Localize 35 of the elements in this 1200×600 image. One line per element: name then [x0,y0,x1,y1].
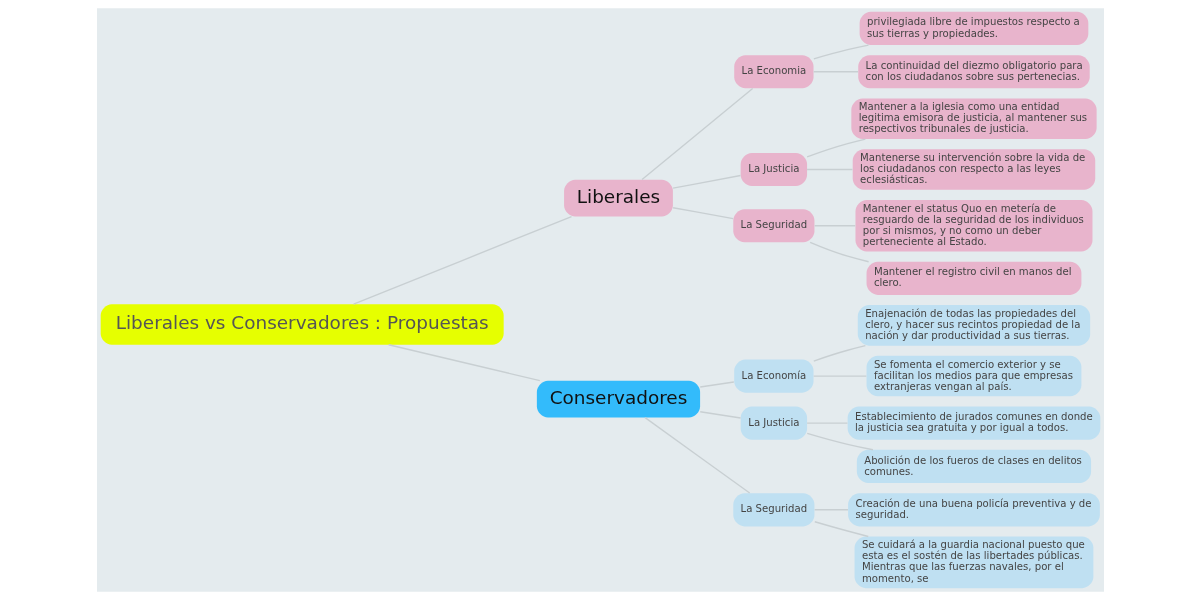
node-box: Se cuidará a la guardia nacional puesto que esta es el sostén de las libertades públicas. Mientras que las fuerzas navales, por el momento, se [854,536,1093,589]
connector [640,87,753,181]
connector [699,381,735,388]
node-box: Mantenerse su intervención sobre la vida de los ciudadanos con respecto a las leyes eclesiásticas. [852,149,1095,190]
node-box: Establecimiento de jurados comunes en donde la justicia sea gratuita y por igual a todos. [847,406,1100,440]
connector [671,207,734,220]
connector [387,344,541,382]
node-box: Mantener el status Quo en metería de resguardo de la seguridad de los individuos por si mismos, y no como un deber perteneciente al Estado. [855,199,1092,252]
node-box: La Economía [733,359,813,393]
node-box: Se fomenta el comercio exterior y se facilitan los medios para que empresas extranjeras vengan al país. [866,355,1081,397]
connector [806,432,874,451]
node-box: Liberales vs Conservadores : Propuestas [100,304,504,345]
connector [812,345,866,362]
connector [813,521,869,538]
connector [808,241,869,263]
node-box: La Justicia [740,406,807,440]
node-box: Mantener el registro civil en manos del clero. [866,261,1081,295]
node-box: privilegiada libre de impuestos respecto a sus tierras y propiedades. [859,11,1088,45]
connector [352,215,572,305]
node-box: La continuidad del diezmo obligatorio para con los ciudadanos sobre sus pertenecias. [857,55,1090,89]
node-box: La Justicia [740,152,807,187]
connector [671,174,741,189]
node-box: Conservadores [536,380,700,418]
node-box: Enajenación de todas las propiedades del clero, y hacer sus recintos propiedad de la nación y dar productividad a sus tierras. [857,305,1090,346]
node-box: Creación de una buena policía preventiva y de seguridad. [847,493,1100,527]
connector [812,44,869,60]
node-box: Mantener a la iglesia como una entidad legitima emisora de justicia, al mantener sus respectivos tribunales de justicia. [850,98,1097,140]
connector [805,138,866,158]
node-box: La Economia [733,55,813,89]
node-box: Abolición de los fueros de clases en delitos comunes. [856,449,1091,484]
node-box: La Seguridad [732,209,814,243]
node-box: Liberales [563,179,673,217]
connector [643,416,750,494]
node-box: La Seguridad [732,493,814,527]
connector [699,411,741,419]
